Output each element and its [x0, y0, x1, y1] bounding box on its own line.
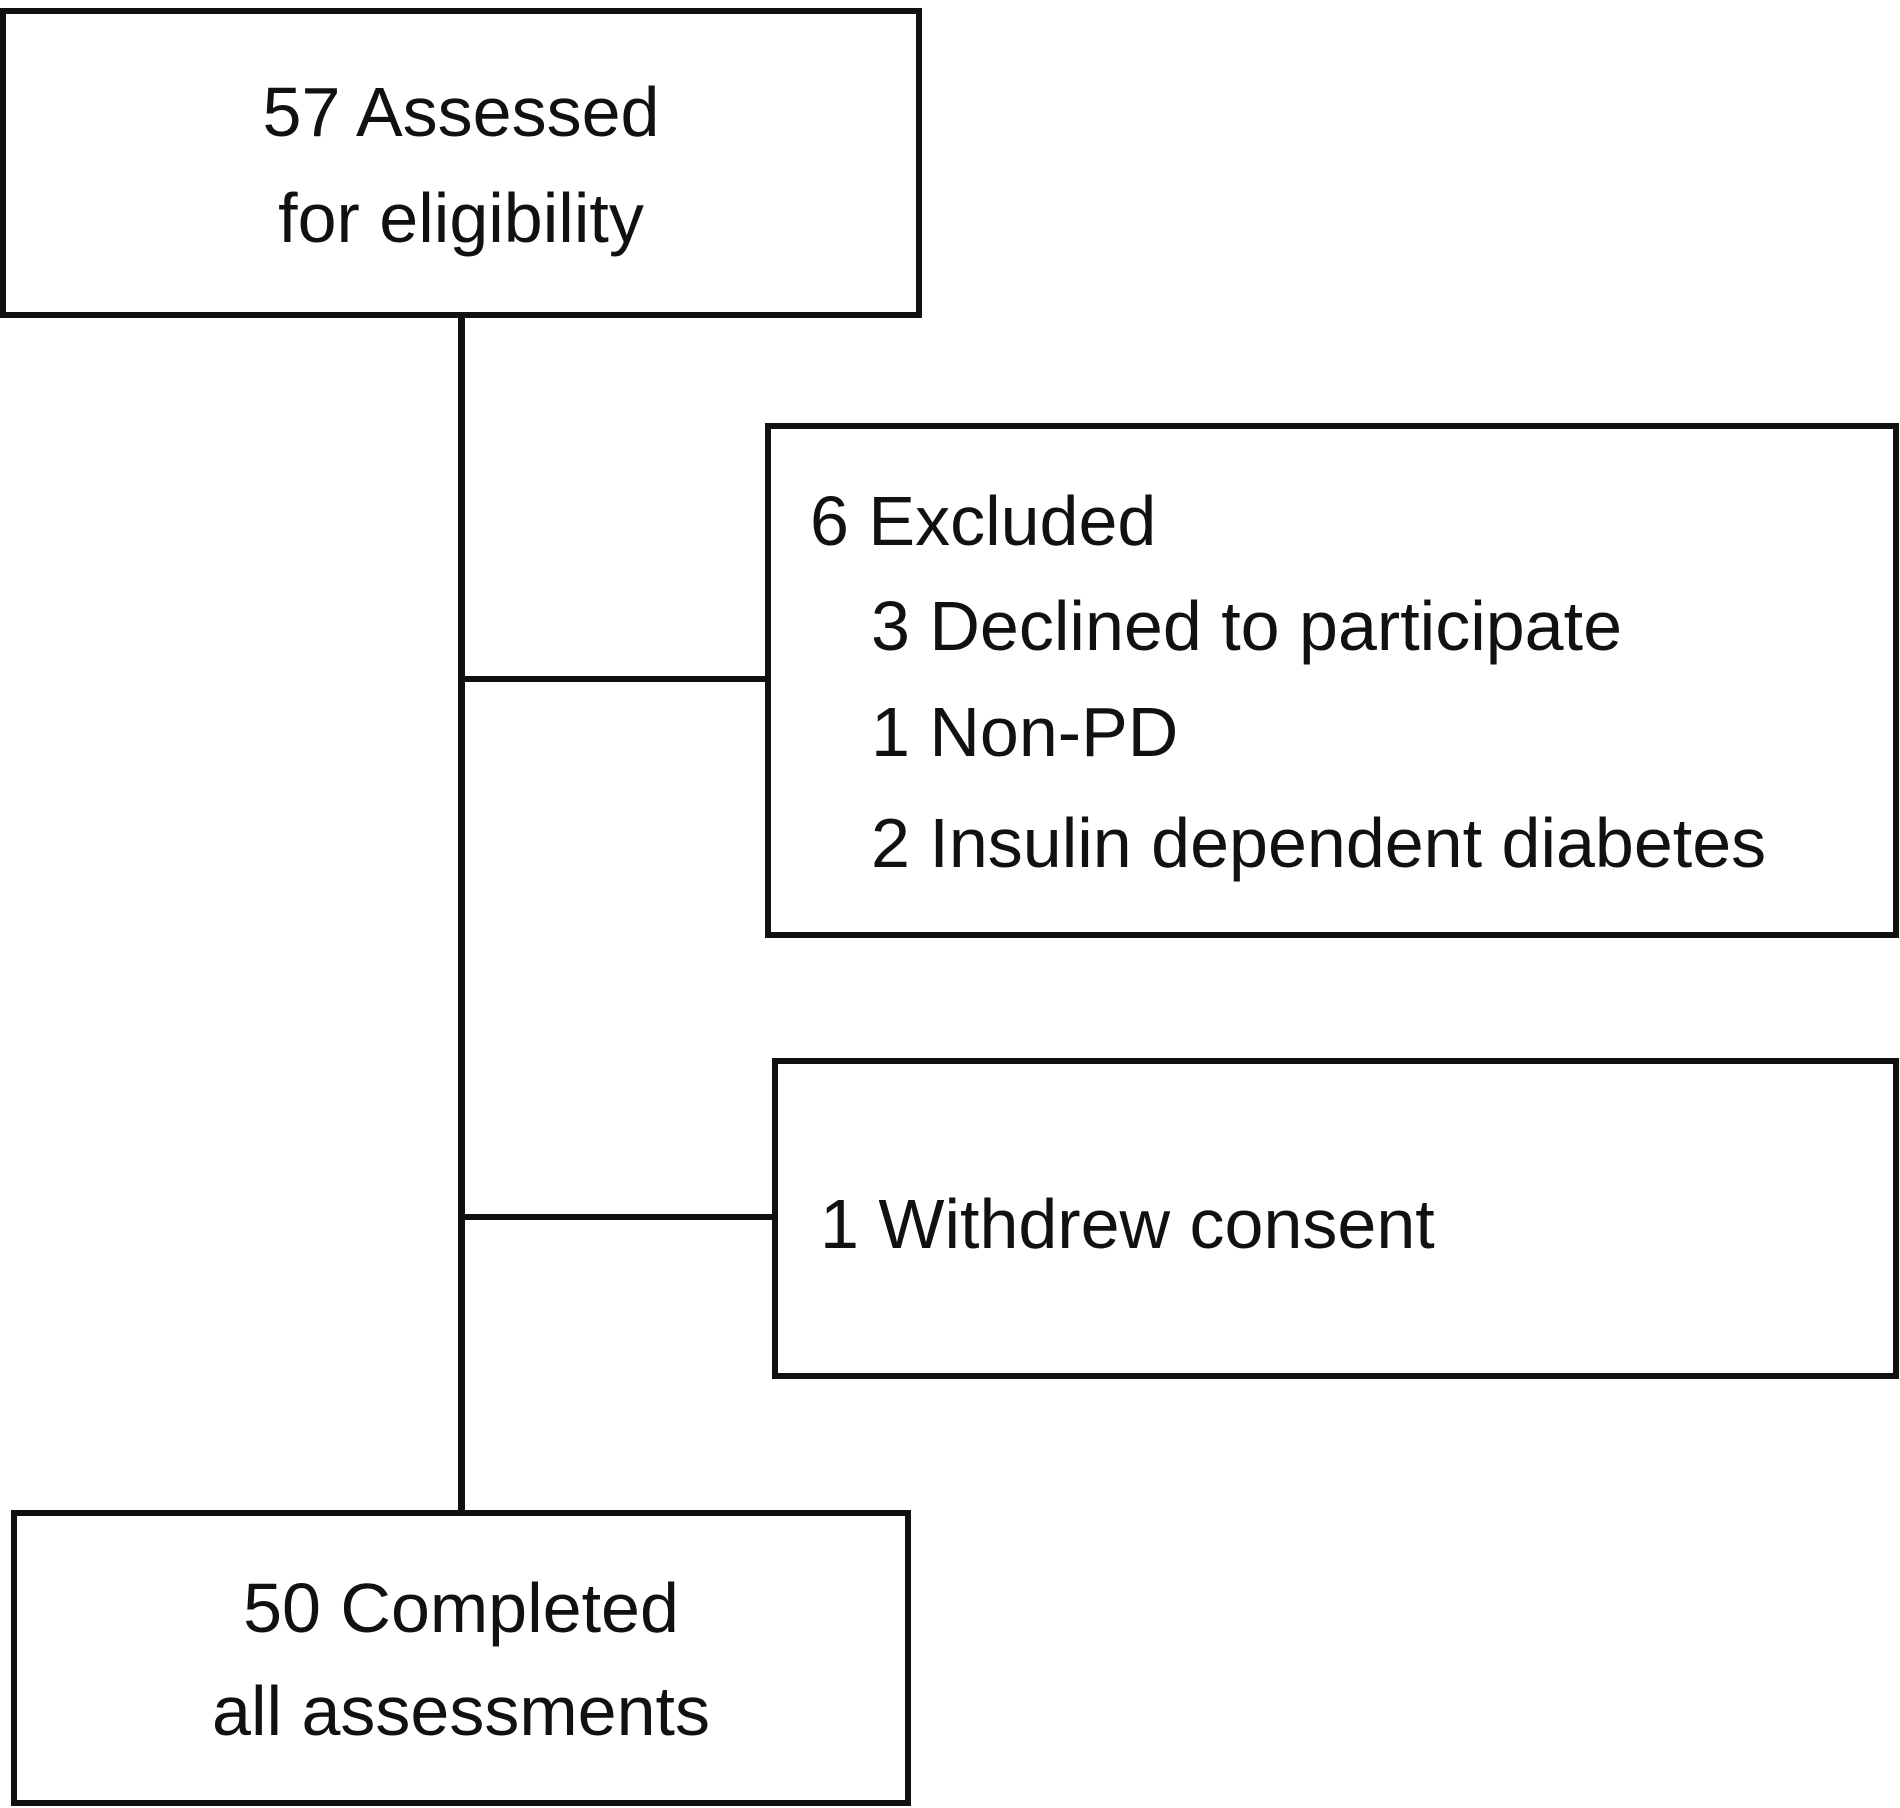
withdrew-text: 1 Withdrew consent [820, 1185, 1435, 1263]
completed-box [11, 1510, 911, 1806]
completed-text-line1: 50 Completed [243, 1569, 679, 1647]
main-vertical-connector [458, 313, 465, 1513]
excluded-item-non-pd: 1 Non-PD [871, 693, 1179, 771]
excluded-box [765, 423, 1899, 938]
excluded-title: 6 Excluded [810, 482, 1157, 560]
assessed-box [0, 8, 922, 318]
assessed-text-line2: for eligibility [278, 179, 644, 257]
withdrew-box [772, 1058, 1899, 1379]
excluded-item-declined: 3 Declined to participate [871, 587, 1622, 665]
assessed-text-line1: 57 Assessed [262, 73, 660, 151]
excluded-item-diabetes: 2 Insulin dependent diabetes [871, 804, 1767, 882]
completed-text-line2: all assessments [212, 1672, 710, 1750]
withdrew-branch-connector [461, 1214, 775, 1220]
excluded-branch-connector [461, 676, 768, 682]
